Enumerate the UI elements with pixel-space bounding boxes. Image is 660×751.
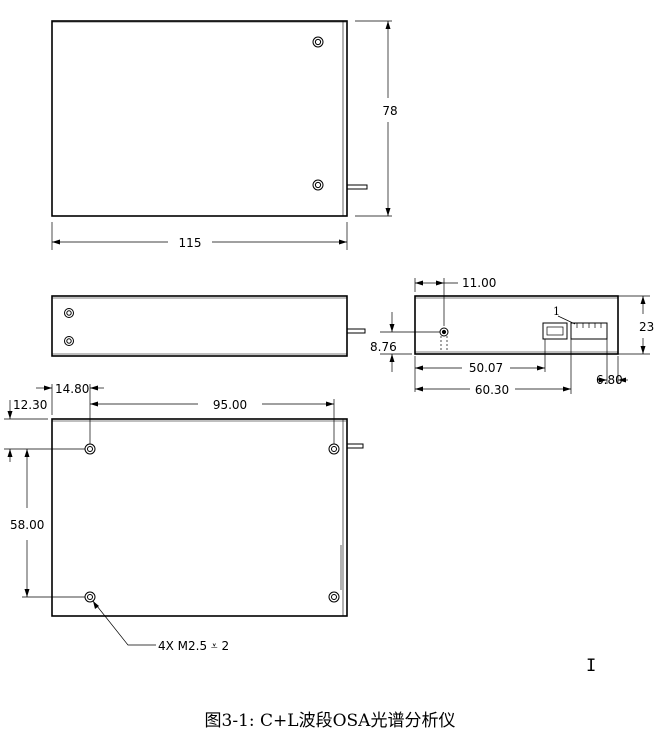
dim-end-1100: 11.00 <box>462 276 496 290</box>
screw-icon <box>312 36 324 48</box>
dim-bottom-5800: 58.00 <box>10 518 44 532</box>
end-view <box>380 278 650 394</box>
dim-end-6030: 60.30 <box>475 383 509 397</box>
figure-caption: 图3-1: C+L波段OSA光谱分析仪 <box>204 711 456 731</box>
fiber-port-icon <box>439 327 449 352</box>
screw-hole-icon <box>84 591 96 603</box>
side-view-body <box>51 295 348 357</box>
top-view-body <box>51 20 348 217</box>
side-view <box>51 295 366 357</box>
text-cursor-icon: I <box>586 656 597 676</box>
fiber-pigtail <box>346 184 368 190</box>
screw-hole-icon <box>328 591 340 603</box>
fiber-pigtail <box>346 328 366 334</box>
screw-icon <box>312 179 324 191</box>
dim-bottom-9500: 95.00 <box>213 398 247 412</box>
dim-top-height: 78 <box>382 104 397 118</box>
fiber-pigtail <box>346 443 364 449</box>
hole-callout: 4X M2.5 ⩡ 2 <box>158 639 229 653</box>
dim-end-23: 23 <box>639 320 654 334</box>
pin-header-icon <box>570 322 608 340</box>
dim-end-876: 8.76 <box>370 340 397 354</box>
bottom-view <box>4 384 364 646</box>
network-port-icon <box>542 322 568 340</box>
screw-hole-icon <box>328 443 340 455</box>
screw-icon <box>64 336 74 346</box>
connector-pin-label: 1 <box>553 305 560 318</box>
end-view-body <box>414 295 619 355</box>
bottom-view-body <box>51 418 348 617</box>
dim-end-680: 6.80 <box>596 373 623 387</box>
top-view <box>51 20 392 250</box>
screw-icon <box>64 308 74 318</box>
screw-hole-icon <box>84 443 96 455</box>
dim-top-width: 115 <box>179 236 202 250</box>
dim-end-5007: 50.07 <box>469 361 503 375</box>
dim-bottom-1230: 12.30 <box>13 398 47 412</box>
dim-bottom-1480: 14.80 <box>55 382 89 396</box>
